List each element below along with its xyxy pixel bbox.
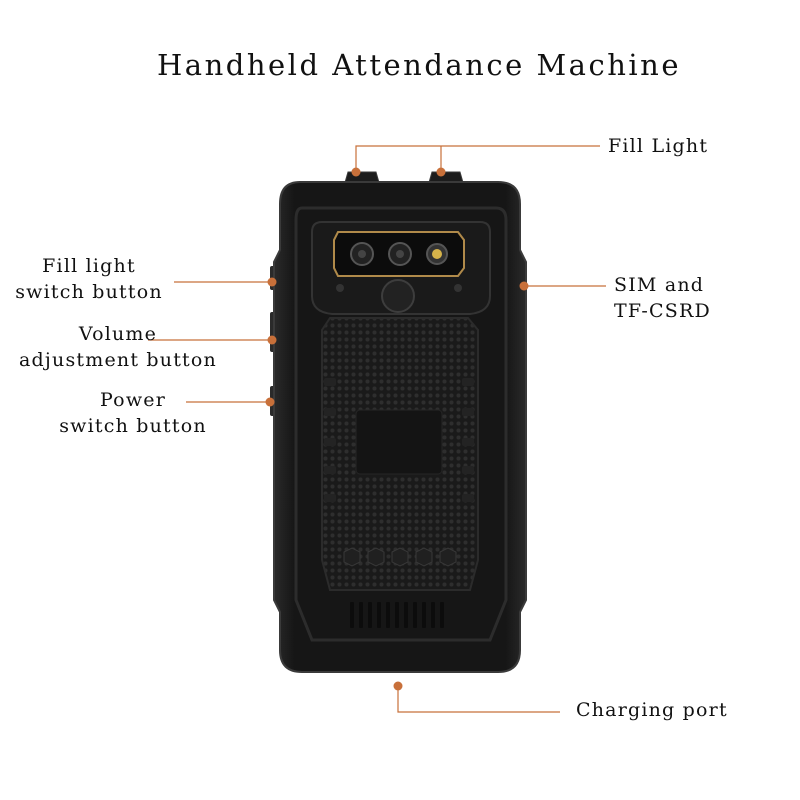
label-power-line-1: Power bbox=[99, 389, 167, 411]
page-title: Handheld Attendance Machine bbox=[157, 48, 681, 82]
label-volume-line-1: Volume bbox=[78, 323, 158, 345]
label-volume: Volume adjustment button bbox=[0, 321, 236, 373]
callout-dot bbox=[267, 335, 277, 345]
label-power-line-2: switch button bbox=[59, 415, 207, 437]
label-fill-light-switch-line-2: switch button bbox=[15, 281, 163, 303]
callout-dot bbox=[265, 397, 275, 407]
callout-dot bbox=[519, 281, 529, 291]
label-charging-port-line-1: Charging port bbox=[576, 699, 728, 721]
callout-dot bbox=[393, 681, 403, 691]
hex-bolts bbox=[343, 547, 457, 567]
callout-dot bbox=[436, 167, 446, 177]
fingerprint-sensor-icon bbox=[381, 279, 415, 313]
label-sim-tf-line-1: SIM and bbox=[614, 274, 705, 296]
label-fill-light-switch-line-1: Fill light bbox=[42, 255, 136, 277]
label-volume-line-2: adjustment button bbox=[19, 349, 217, 371]
label-charging-port: Charging port bbox=[576, 697, 728, 723]
camera-strip bbox=[333, 231, 465, 277]
label-sim-tf-line-2: TF-CSRD bbox=[614, 300, 711, 322]
callout-dot bbox=[267, 277, 277, 287]
label-fill-light-switch: Fill light switch button bbox=[0, 253, 178, 305]
label-sim-tf: SIM and TF-CSRD bbox=[614, 272, 711, 324]
label-power: Power switch button bbox=[40, 387, 226, 439]
nfc-pad bbox=[355, 409, 443, 475]
speaker-grille-icon bbox=[350, 602, 444, 628]
label-fill-light-line-1: Fill Light bbox=[608, 135, 709, 157]
label-fill-light: Fill Light bbox=[608, 133, 708, 159]
callout-dot bbox=[351, 167, 361, 177]
inner-frame bbox=[294, 206, 508, 642]
callout-line-charging-port bbox=[397, 686, 560, 713]
side-grips bbox=[324, 378, 474, 502]
callout-line-fill-light bbox=[355, 145, 600, 172]
